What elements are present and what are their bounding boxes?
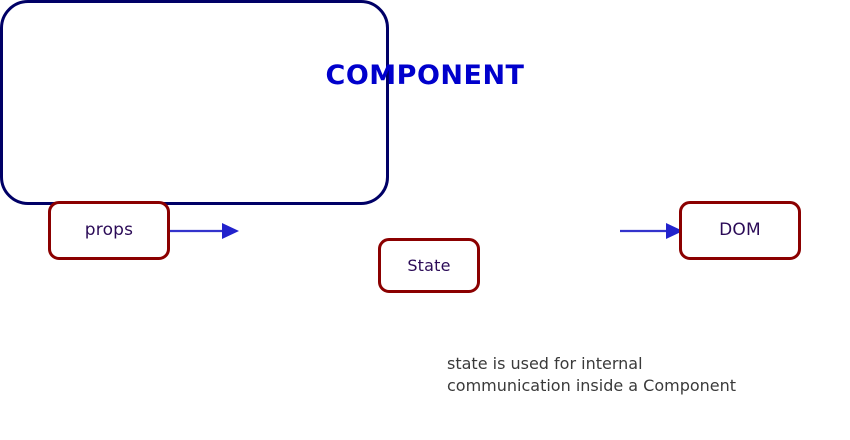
arrow-component-to-dom xyxy=(620,223,683,239)
component-title: COMPONENT xyxy=(325,60,525,91)
node-component: COMPONENT xyxy=(0,0,524,205)
node-dom-label: DOM xyxy=(719,220,761,240)
node-props: props xyxy=(48,201,170,260)
node-state-label: State xyxy=(407,255,451,275)
node-props-label: props xyxy=(84,220,134,240)
diagram-caption: state is used for internal communication… xyxy=(447,354,737,395)
node-dom: DOM xyxy=(679,201,801,260)
arrow-props-to-component xyxy=(170,223,239,239)
node-state: State xyxy=(378,238,480,293)
